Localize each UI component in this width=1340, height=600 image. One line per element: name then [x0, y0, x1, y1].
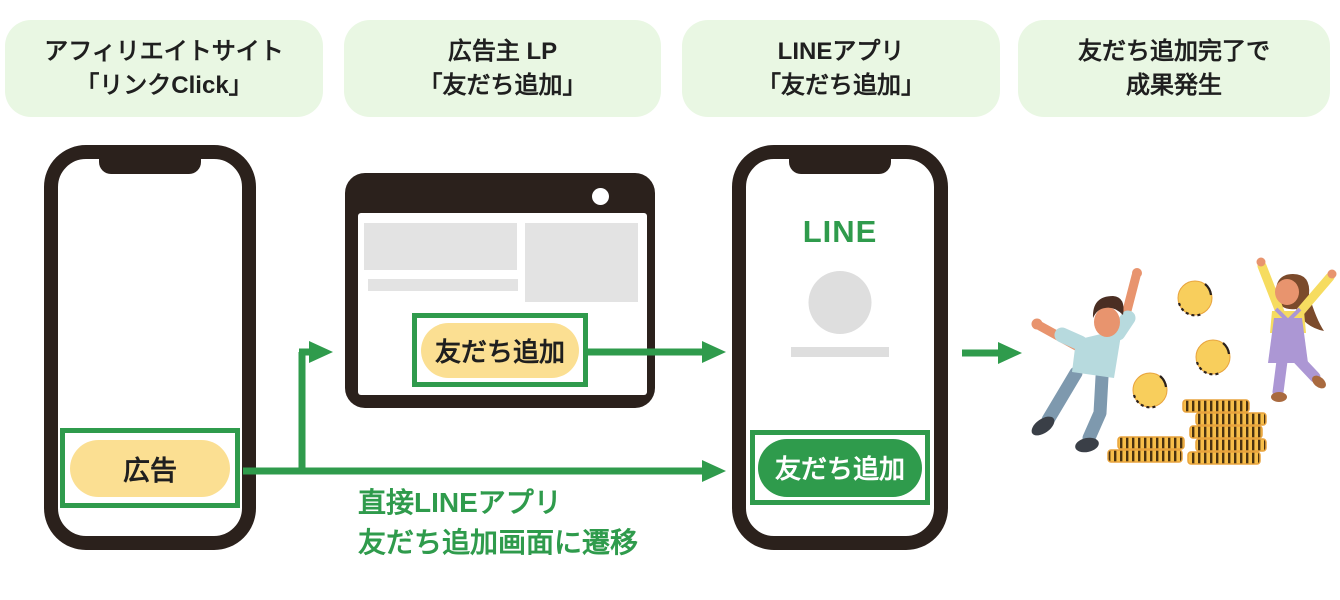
coin-stack-icon — [1182, 399, 1267, 465]
coin-icon — [1132, 372, 1168, 409]
coin-icon — [1195, 339, 1231, 376]
coin-icon — [1177, 280, 1213, 317]
step-header-line: LINEアプリ — [777, 37, 905, 65]
content-placeholder-sidebar — [525, 223, 638, 302]
direct-transition-note-line: 直接LINEアプリ — [358, 487, 562, 518]
step-header-line: 広告主 LP — [447, 37, 558, 65]
account-name-placeholder — [791, 347, 889, 357]
phone-notch-icon — [789, 156, 891, 174]
account-avatar-placeholder — [808, 271, 872, 334]
flow-arrow-ad-to-line-app — [243, 460, 726, 482]
step-header-line: 「リンクClick」 — [75, 71, 253, 99]
content-placeholder-block — [364, 223, 517, 270]
line-logo: LINE — [802, 214, 878, 249]
step-header-affiliate-site: アフィリエイトサイト 「リンクClick」 — [5, 20, 323, 117]
step-header-line: 成果発生 — [1126, 71, 1222, 99]
lp-add-friend-highlight-box: 友だち追加 — [412, 313, 588, 387]
ad-highlight-box: 広告 — [60, 428, 240, 508]
phone-notch-icon — [99, 156, 201, 174]
jumping-woman-illustration — [1256, 257, 1337, 402]
direct-transition-note-line: 友だち追加画面に遷移 — [358, 527, 639, 558]
lp-screen: 友だち追加 — [358, 213, 647, 395]
success-illustration — [1031, 257, 1337, 465]
flow-arrow-ad-to-lp — [298, 341, 333, 474]
line-app-phone-frame: LINE 友だち追加 — [732, 145, 948, 550]
jumping-man-illustration — [1031, 268, 1142, 453]
step-header-line-app: LINEアプリ 「友だち追加」 — [682, 20, 1000, 117]
affiliate-phone-frame: 広告 — [44, 145, 256, 550]
line-add-friend-highlight-box: 友だち追加 — [750, 430, 930, 505]
step-header-conversion: 友だち追加完了で 成果発生 — [1018, 20, 1330, 117]
step-header-line: アフィリエイトサイト — [44, 37, 284, 65]
advertiser-lp-browser-frame: 友だち追加 — [345, 173, 655, 408]
line-add-friend-button[interactable]: 友だち追加 — [758, 438, 922, 497]
direct-transition-note: 直接LINEアプリ 友だち追加画面に遷移 — [358, 483, 638, 563]
ad-button[interactable]: 広告 — [70, 439, 230, 497]
step-header-advertiser-lp: 広告主 LP 「友だち追加」 — [344, 20, 661, 117]
step-header-line: 「友だち追加」 — [418, 71, 587, 99]
content-placeholder-bar — [368, 279, 518, 291]
coin-stack-icon — [1107, 436, 1185, 463]
camera-dot-icon — [592, 188, 609, 205]
step-header-line: 友だち追加完了で — [1078, 37, 1270, 65]
lp-add-friend-button[interactable]: 友だち追加 — [421, 322, 579, 378]
step-header-line: 「友だち追加」 — [757, 71, 925, 99]
